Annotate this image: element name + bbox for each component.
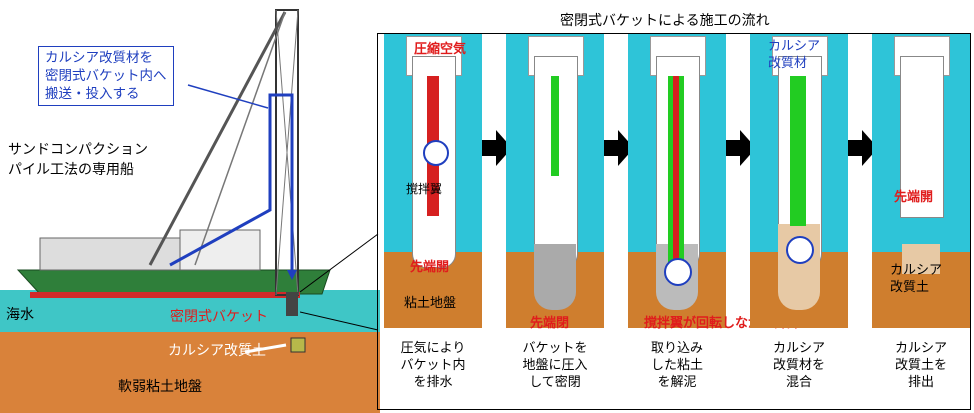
improved-soil-label: カルシア改質土 xyxy=(168,343,266,359)
ship-hull-red-stripe xyxy=(30,292,300,298)
calcia-soil-label: カルシア 改質土 xyxy=(890,263,943,295)
caption-3: 取り込み した粘土 を解泥 xyxy=(650,341,703,390)
clay-ground-label: 粘土地盤 xyxy=(404,296,457,311)
bucket-label: 密閉式バケット xyxy=(170,309,268,325)
tip-open-label-1: 先端開 xyxy=(410,260,450,275)
step-5-panel: 先端開 カルシア 改質土 xyxy=(872,34,970,328)
tip-open-label-2: 先端開 xyxy=(894,190,934,205)
caption-1: 圧気により バケット内 を排水 xyxy=(400,341,466,390)
compressed-air-label: 圧縮空気 xyxy=(414,42,467,57)
stirring-blade-label: 撹拌翼 xyxy=(406,182,443,196)
process-title: 密閉式バケットによる施工の流れ xyxy=(560,13,770,29)
sealed-bucket-shape xyxy=(286,292,298,316)
caption-2: バケットを 地盤に圧入 して密閉 xyxy=(522,341,588,390)
calcia-material-label: カルシア 改質材 xyxy=(768,39,821,71)
step-2-panel: 先端閉 xyxy=(506,34,604,331)
seabed-area xyxy=(0,332,380,413)
connector-lines xyxy=(300,233,379,331)
tip-closed-label: 先端閉 xyxy=(530,316,570,331)
step-3-panel xyxy=(628,34,726,328)
step-4-panel: カルシア 改質材 xyxy=(750,34,848,328)
process-panel: 圧縮空気 撹拌翼 先端開 粘土地盤 先端閉 撹拌翼が回転しながら昇降 カルシア … xyxy=(377,33,971,410)
ship-label: サンドコンパクション パイル工法の専用船 xyxy=(8,142,148,178)
step-1-panel: 圧縮空気 撹拌翼 先端開 粘土地盤 xyxy=(384,34,482,328)
caption-4: カルシア 改質材を 混合 xyxy=(772,341,825,390)
ship-scene: カルシア改質材を 密閉式バケット内へ 搬送・投入する サンドコンパクション パイ… xyxy=(0,0,380,413)
callout-box: カルシア改質材を 密閉式バケット内へ 搬送・投入する xyxy=(38,46,174,106)
sea-label: 海水 xyxy=(6,307,34,323)
improved-soil-square xyxy=(290,337,306,353)
seabed-label: 軟弱粘土地盤 xyxy=(118,379,202,395)
ship-illustration xyxy=(16,9,331,354)
caption-5: カルシア 改質土を 排出 xyxy=(894,341,947,390)
conveyor-path xyxy=(169,93,294,275)
ship-hull xyxy=(16,269,331,295)
crane-boom xyxy=(148,11,287,266)
